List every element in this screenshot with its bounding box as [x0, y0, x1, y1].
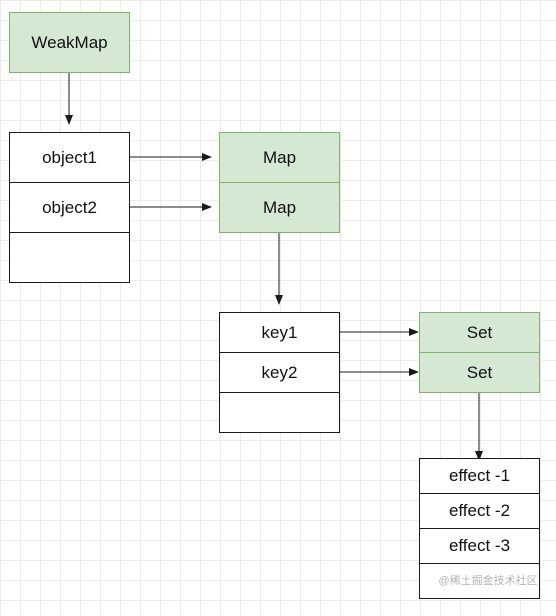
object2-cell: object2 — [9, 182, 130, 233]
key2-label: key2 — [261, 362, 298, 382]
effect1-cell: effect -1 — [419, 458, 540, 494]
effect3-cell: effect -3 — [419, 528, 540, 564]
effect2-label: effect -2 — [448, 501, 511, 520]
object1-label: object1 — [42, 147, 97, 167]
object-empty-cell — [9, 232, 130, 283]
map-node-1: Map — [219, 132, 340, 183]
set-label-1: Set — [466, 322, 493, 342]
set-node-2: Set — [419, 352, 540, 393]
object2-label: object2 — [42, 197, 97, 217]
watermark: @稀土掘金技术社区 — [438, 575, 538, 587]
weakmap-node: WeakMap — [9, 12, 130, 73]
set-node-1: Set — [419, 312, 540, 353]
key2-cell: key2 — [219, 352, 340, 393]
set-label-2: Set — [466, 362, 493, 382]
effect-empty-cell — [419, 563, 540, 599]
key1-label: key1 — [261, 322, 298, 342]
weakmap-label: WeakMap — [31, 32, 108, 52]
effect2-cell: effect -2 — [419, 493, 540, 529]
object1-cell: object1 — [9, 132, 130, 183]
effect1-label: effect -1 — [448, 466, 511, 485]
effect3-label: effect -3 — [448, 536, 511, 555]
key-empty-cell — [219, 392, 340, 433]
map-label-1: Map — [262, 147, 297, 167]
map-label-2: Map — [262, 197, 297, 217]
key1-cell: key1 — [219, 312, 340, 353]
map-node-2: Map — [219, 182, 340, 233]
